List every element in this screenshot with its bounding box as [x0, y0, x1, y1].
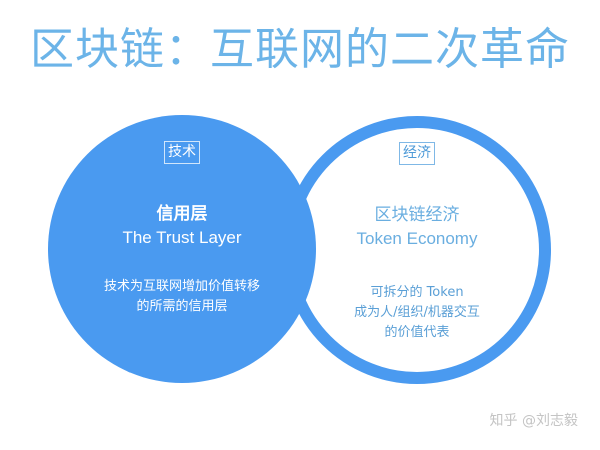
trust-layer-heading-en: The Trust Layer: [122, 228, 242, 247]
trust-layer-circle: [48, 115, 316, 383]
technology-badge: 技术: [164, 141, 200, 164]
token-economy-heading-en: Token Economy: [356, 229, 478, 248]
token-economy-content: 经济 区块链经济 Token Economy 可拆分的 Token 成为人/组织…: [283, 116, 551, 384]
trust-layer-description: 技术为互联网增加价值转移 的所需的信用层: [48, 277, 316, 317]
description-line: 的价值代表: [384, 325, 450, 340]
trust-layer-heading-cn: 信用层: [156, 204, 208, 224]
trust-layer-content: 技术 信用层 The Trust Layer 技术为互联网增加价值转移 的所需的…: [48, 115, 316, 383]
economy-badge: 经济: [399, 142, 435, 165]
description-line: 可拆分的 Token: [370, 285, 464, 300]
description-line: 成为人/组织/机器交互: [354, 305, 480, 320]
token-economy-heading-cn: 区块链经济: [374, 205, 460, 225]
page-title: 区块链：互联网的二次革命: [30, 24, 570, 75]
watermark: 知乎 @刘志毅: [489, 413, 578, 429]
token-economy-description: 可拆分的 Token 成为人/组织/机器交互 的价值代表: [283, 283, 551, 343]
description-line: 技术为互联网增加价值转移: [103, 279, 260, 294]
description-line: 的所需的信用层: [136, 299, 228, 314]
